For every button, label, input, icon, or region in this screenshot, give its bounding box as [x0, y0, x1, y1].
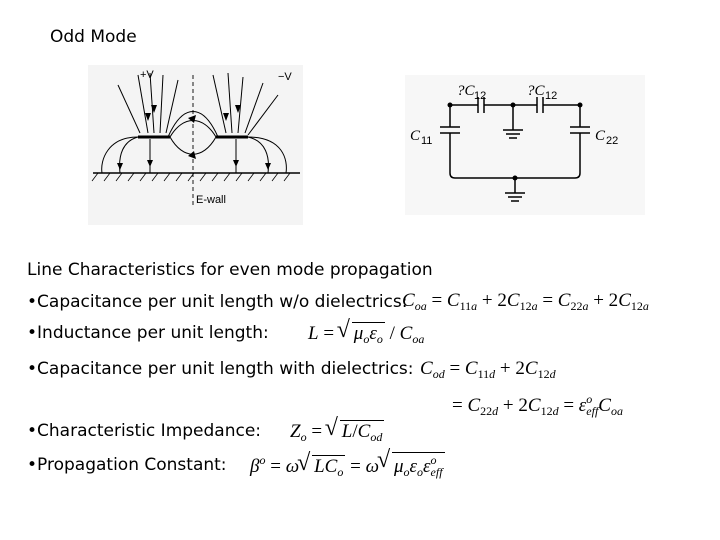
- field-lines-figure: +V −V E-wall: [88, 65, 303, 225]
- bullet-capacitance-wo-dielectric: •Capacitance per unit length w/o dielect…: [27, 292, 408, 312]
- equation-cod-line1: Cod = C11d + 2C12d: [420, 358, 556, 381]
- page-title: Odd Mode: [50, 27, 137, 47]
- c12-right-sub: 12: [545, 90, 557, 102]
- bullet-inductance: •Inductance per unit length:: [27, 323, 269, 343]
- equation-beta: βo = ωLCo = ωμoεoεoeff: [250, 447, 445, 480]
- equation-zo: Zo = L/Cod: [290, 415, 385, 445]
- capacitance-circuit: ?C 12 ?C 12 C 11 C 22: [405, 75, 645, 215]
- e-wall-label: E-wall: [196, 194, 226, 206]
- bullet-characteristic-impedance: •Characteristic Impedance:: [27, 421, 262, 441]
- equation-cod-line2: = C22d + 2C12d = εoeffCoa: [452, 392, 623, 418]
- equation-coa: Coa = C11a + 2C12a = C22a + 2C12a: [402, 290, 649, 313]
- section-heading: Line Characteristics for even mode propa…: [27, 260, 433, 280]
- c11-sub: 11: [421, 135, 432, 147]
- bullet-capacitance-with-dielectric: •Capacitance per unit length with dielec…: [27, 359, 414, 379]
- equation-inductance: L = μoεo / Coa: [308, 317, 424, 347]
- c22-sub: 22: [606, 135, 618, 147]
- plus-v-label: +V: [140, 69, 154, 81]
- c11-label: C: [410, 128, 421, 144]
- c12-left-sub: 12: [474, 90, 486, 102]
- c22-label: C: [595, 128, 606, 144]
- c12-right-label: ?C: [527, 83, 546, 99]
- minus-v-label: −V: [278, 71, 292, 83]
- c12-left-label: ?C: [457, 83, 476, 99]
- bullet-propagation-constant: •Propagation Constant:: [27, 455, 227, 475]
